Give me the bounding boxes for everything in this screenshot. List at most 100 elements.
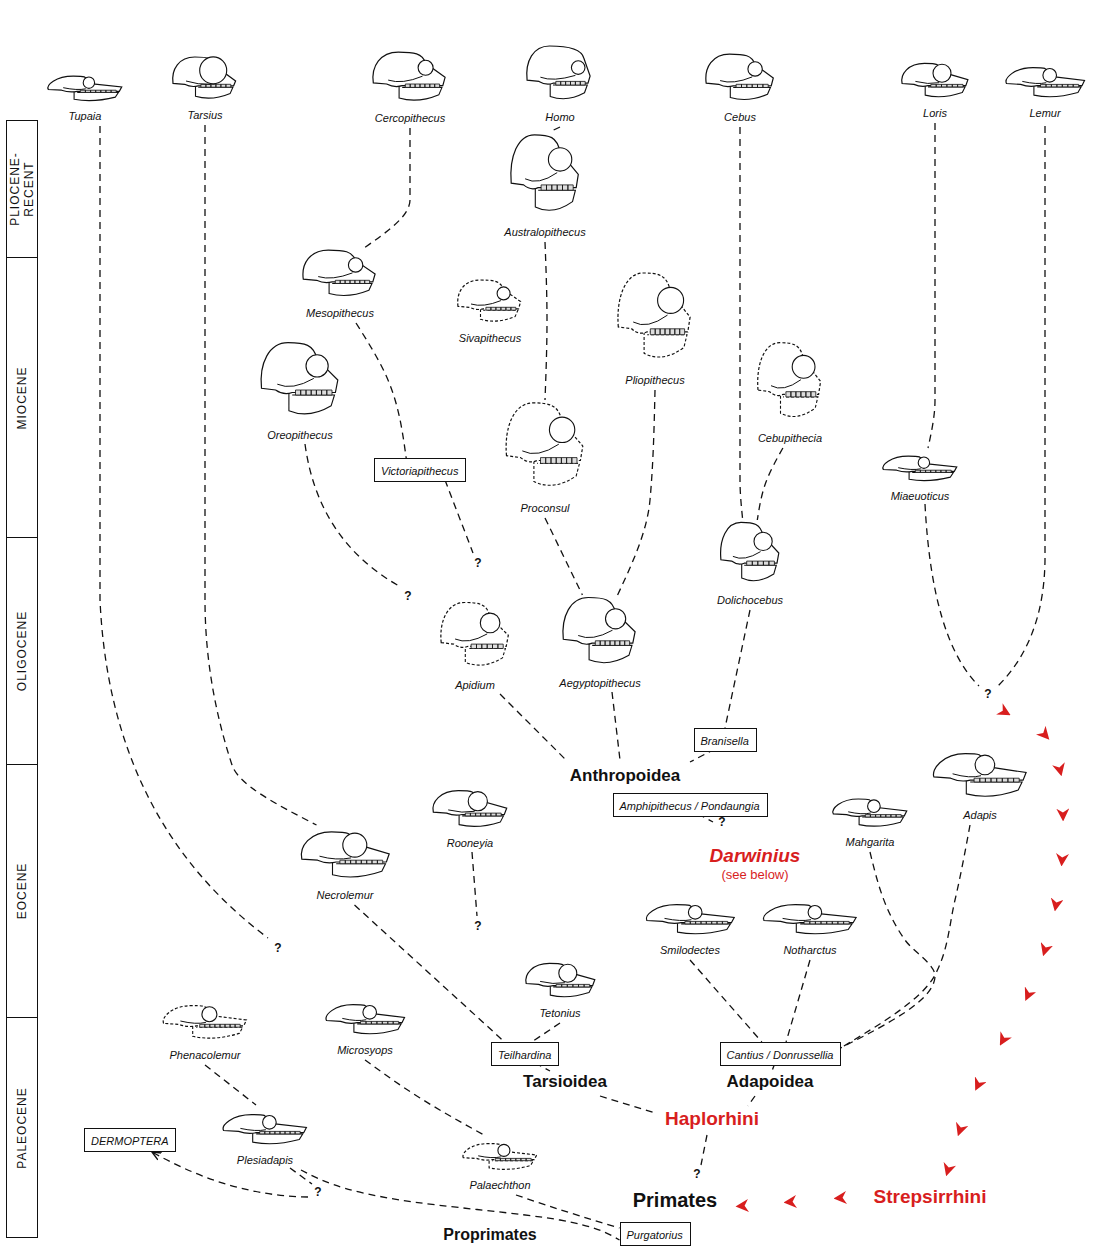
skull-drawing bbox=[880, 448, 960, 486]
lineage-line bbox=[701, 1135, 707, 1165]
epoch-band: PALEOCENE bbox=[6, 1017, 38, 1238]
skull-drawing bbox=[430, 785, 510, 833]
clade-name: Tarsioidea bbox=[523, 1072, 607, 1092]
skull-orbit bbox=[200, 57, 227, 84]
lineage-connector bbox=[205, 125, 317, 825]
taxon-name: Oreopithecus bbox=[267, 428, 332, 445]
taxon-skull: Phenacolemur bbox=[160, 995, 250, 1065]
skull-cranium bbox=[720, 522, 778, 564]
taxon-name: Rooneyia bbox=[447, 836, 493, 853]
dermoptera-arrow bbox=[152, 1152, 308, 1197]
skull-drawing bbox=[460, 1135, 540, 1175]
skull-zygoma bbox=[455, 634, 487, 641]
skull-orbit bbox=[202, 1007, 217, 1022]
skull-zygoma bbox=[318, 273, 352, 278]
skull-teeth bbox=[804, 921, 849, 924]
skull-orbit bbox=[348, 258, 362, 272]
taxon-skull: Aegyptopithecus bbox=[556, 595, 644, 693]
taxon-skull: Necrolemur bbox=[298, 825, 393, 905]
skull-orbit bbox=[1042, 69, 1056, 83]
skull-zygoma bbox=[578, 630, 612, 637]
lineage-connector bbox=[725, 610, 750, 728]
skull-teeth bbox=[471, 644, 503, 648]
taxon-name: Tetonius bbox=[539, 1006, 580, 1023]
taxon-name: Australopithecus bbox=[504, 225, 585, 242]
taxon-name: Amphipithecus / Pondaungia bbox=[620, 800, 760, 813]
skull-cranium bbox=[525, 963, 594, 986]
skull-zygoma bbox=[342, 1018, 366, 1020]
epoch-name: PALEOCENE bbox=[15, 1023, 29, 1232]
skull-teeth bbox=[405, 84, 439, 87]
skull-cranium bbox=[223, 1115, 306, 1134]
lineage-connector bbox=[356, 323, 406, 458]
skull-zygoma bbox=[186, 81, 210, 84]
skull-cranium bbox=[705, 54, 772, 87]
uncertainty-mark: ? bbox=[984, 688, 991, 702]
skull-cranium bbox=[440, 603, 507, 648]
taxon-box: Amphipithecus / Pondaungia bbox=[613, 793, 768, 817]
taxon-name: Lemur bbox=[1029, 106, 1060, 123]
skull-drawing bbox=[455, 278, 525, 328]
taxon-skull: Proconsul bbox=[503, 400, 588, 518]
skull-cranium bbox=[373, 52, 445, 86]
taxon-name: Dolichocebus bbox=[717, 593, 783, 610]
skull-zygoma bbox=[63, 88, 86, 90]
skull-drawing bbox=[323, 995, 408, 1040]
taxon-name: Purgatorius bbox=[627, 1229, 683, 1242]
lineage-connector bbox=[690, 960, 762, 1042]
skull-cranium bbox=[301, 832, 389, 863]
taxon-skull: Dolichocebus bbox=[714, 520, 787, 610]
taxon-name: Microsyops bbox=[337, 1043, 393, 1060]
taxon-skull: Oreopithecus bbox=[258, 340, 343, 445]
skull-cranium bbox=[527, 46, 590, 84]
skull-teeth bbox=[495, 1158, 531, 1160]
uncertainty-mark: ? bbox=[474, 920, 481, 934]
lineage-connector bbox=[364, 128, 410, 248]
skull-cranium bbox=[933, 754, 1026, 781]
skull-cranium bbox=[303, 250, 375, 283]
taxon-skull: Tarsius bbox=[170, 55, 240, 125]
taxon-box: Victoriapithecus bbox=[374, 458, 466, 482]
skull-drawing bbox=[524, 45, 596, 107]
taxon-box: Cantius / Donrussellia bbox=[720, 1042, 841, 1066]
clade-name: Anthropoidea bbox=[570, 766, 681, 786]
lineage-connector bbox=[928, 123, 935, 448]
taxon-skull: Pliopithecus bbox=[615, 270, 695, 390]
clade-name: Darwinius bbox=[710, 845, 801, 867]
taxon-box: DERMOPTERA bbox=[84, 1128, 176, 1152]
uncertainty-mark: ? bbox=[693, 1168, 700, 1182]
epoch-name: OLIGOCENE bbox=[15, 543, 29, 759]
epoch-band: PLIOCENE- RECENT bbox=[6, 120, 38, 258]
taxon-skull: Cebus bbox=[703, 52, 778, 127]
skull-teeth bbox=[335, 280, 369, 283]
skull-drawing bbox=[508, 132, 583, 222]
epoch-band: OLIGOCENE bbox=[6, 537, 38, 765]
skull-teeth bbox=[556, 81, 585, 85]
taxon-name: Cantius / Donrussellia bbox=[727, 1049, 834, 1062]
taxon-skull: Homo bbox=[524, 45, 596, 127]
taxon-name: Aegyptopithecus bbox=[559, 676, 640, 693]
taxon-name: Branisella bbox=[701, 735, 749, 748]
skull-cranium bbox=[833, 799, 907, 816]
skull-zygoma bbox=[771, 380, 801, 388]
uncertainty-mark: ? bbox=[404, 590, 411, 604]
skull-zygoma bbox=[525, 173, 557, 182]
taxon-box: Branisella bbox=[694, 728, 757, 752]
skull-teeth bbox=[486, 307, 516, 310]
skull-teeth bbox=[339, 860, 382, 864]
skull-teeth bbox=[746, 561, 774, 565]
taxon-skull: Cebupithecia bbox=[755, 340, 826, 448]
lineage-line bbox=[600, 1096, 655, 1113]
skull-orbit bbox=[868, 800, 881, 813]
taxon-skull: Mesopithecus bbox=[300, 248, 380, 323]
taxon-skull: Miaeuoticus bbox=[880, 448, 960, 506]
skull-teeth bbox=[684, 921, 727, 924]
skull-drawing bbox=[755, 340, 825, 428]
skull-drawing bbox=[643, 895, 738, 940]
skull-cranium bbox=[173, 57, 236, 86]
skull-teeth bbox=[865, 815, 901, 817]
lineage-line bbox=[612, 692, 620, 760]
skull-teeth bbox=[295, 390, 332, 395]
skull-zygoma bbox=[240, 1128, 266, 1130]
taxon-name: Victoriapithecus bbox=[381, 465, 458, 478]
